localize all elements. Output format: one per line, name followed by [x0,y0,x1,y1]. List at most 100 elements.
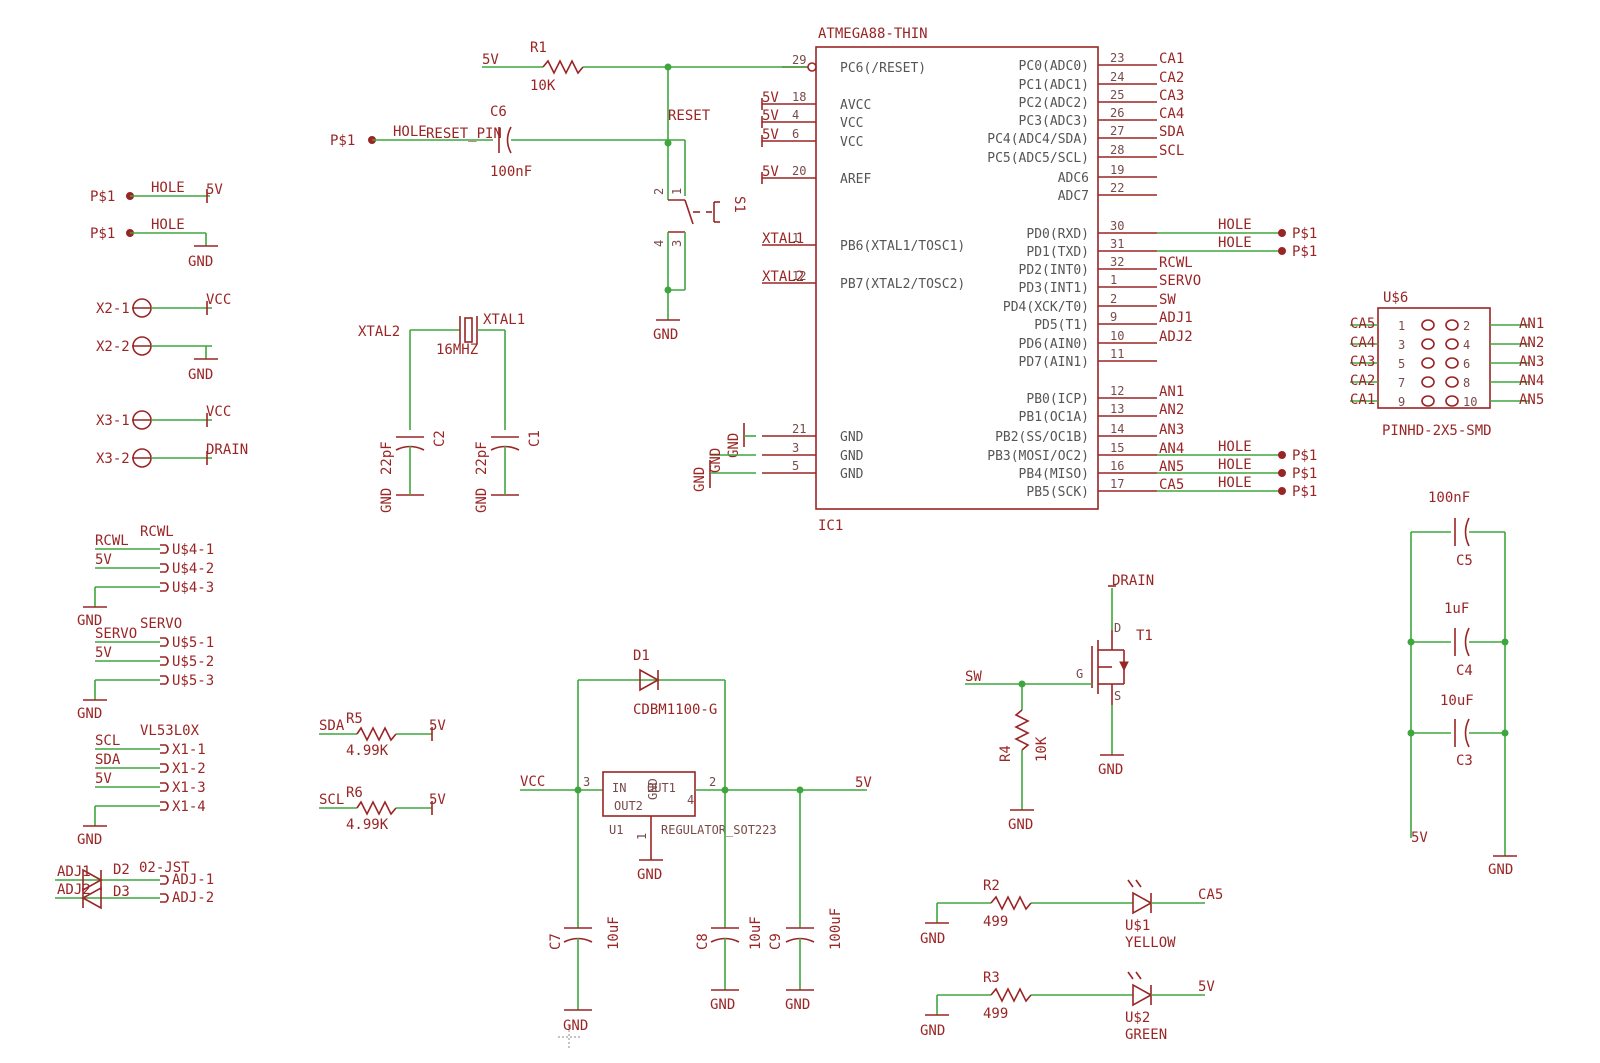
t1-s: S [1114,689,1121,703]
pullup-net-out: 5V [429,792,446,808]
header-net: 5V [95,552,112,568]
gnd-label: GND [188,254,213,270]
u6-pin-pad [1421,376,1435,388]
header-pin: X1-3 [172,780,206,796]
c6-value: 100nF [490,164,532,180]
ic1-pin-net: SERVO [1159,273,1201,289]
c4-ref: C4 [1456,663,1473,679]
pad-label: P$1 [1292,466,1317,482]
d1-ref: D1 [633,648,650,664]
u1-pin2: 2 [709,775,716,789]
s1-pin4: 4 [652,240,666,247]
u1-gnd: GND [646,778,660,800]
regulator-circuit[interactable]: D1 CDBM1100-G VCC IN OUT1 OUT2 GND 3 2 4… [520,648,872,1034]
u6-pin-pad [1421,357,1435,369]
header-pin-symbol [160,637,169,647]
sw-label: SW [965,669,982,685]
pullup-value: 4.99K [346,743,389,759]
c5-value: 100nF [1428,490,1470,506]
c9-ref: C9 [768,933,784,950]
ic1-pin-number: 20 [792,164,806,178]
t1-g: G [1076,667,1083,681]
u6-pin-pad [1445,319,1459,331]
u6-pin-number: 6 [1463,357,1470,371]
gnd-label: GND [1008,817,1033,833]
pullup-value: 4.99K [346,817,389,833]
s1-ref: S1 [731,196,747,213]
header-net: RCWL [95,533,129,549]
header-pin: U$5-3 [172,673,214,689]
s1-switch[interactable]: 2 1 4 3 S1 [652,143,747,247]
header-title: SERVO [140,616,182,632]
ic1-pin-number: 1 [1110,273,1117,287]
terminal-ref: X2-2 [96,339,130,355]
jst-connector[interactable]: 02-JST ADJ1 ADJ2 D2 D3 ADJ-1 ADJ-2 [55,860,214,910]
s1-pin3: 3 [670,240,684,247]
c3-value: 10uF [1440,693,1474,709]
u6-pin-pad [1421,319,1435,331]
net-5v-label: 5V [855,775,872,791]
ic1-pin-name: PC3(ADC3) [1019,114,1089,129]
c1-ref: C1 [527,430,543,447]
ic1-pin-net: CA1 [1159,51,1184,67]
header-pin-symbol [160,763,169,773]
gnd-label: GND [1488,862,1513,878]
ic1-pin-name: PC0(ADC0) [1019,59,1089,74]
pad-dot [1278,451,1286,459]
crystal-circuit[interactable]: XTAL2 XTAL1 16MHZ C2 C1 22pF 22pF GND GN… [358,312,543,513]
ic1-pin-number: 29 [792,53,806,67]
ic1-pin-name: GND [840,449,864,464]
ic1-pin-number: 2 [1110,292,1117,306]
ic1-pin-number: 21 [792,422,806,436]
led-resistor [990,895,1032,911]
u6-pin-pad [1421,395,1435,407]
hole-pads-left: P$1 HOLE 5V P$1 HOLE GND [90,180,223,270]
pad-label: P$1 [1292,448,1317,464]
ic1-hole-pads: HOLE P$1 HOLE P$1 HOLE P$1 HOLE P$1 HOLE… [1157,217,1317,500]
decoupling-caps[interactable]: 100nF C5 1uF C4 10uF C3 5V GND [1407,490,1518,878]
ic1-pin-number: 28 [1110,143,1124,157]
ic1-pin-number: 22 [1110,181,1124,195]
ic1-pin-name: PD1(TXD) [1026,245,1089,260]
ic1-pin-number: 15 [1110,441,1124,455]
u6-pin-number: 7 [1398,376,1405,390]
ic1-pin-number: 12 [792,269,806,283]
header-pin-symbol [160,656,169,666]
jst-title: 02-JST [139,860,190,876]
u6-pin-pad [1445,338,1459,350]
header-net: SCL [95,733,120,749]
pad-dot [1278,229,1286,237]
led-resistor-ref: R2 [983,878,1000,894]
t1-ref: T1 [1136,628,1153,644]
t1-d: D [1114,621,1121,635]
r4-resistor [1014,709,1030,751]
ic1-name: ATMEGA88-THIN [818,26,928,42]
reset-circuit[interactable]: 5V R1 10K RESET P$1 HOLE RESET_PIN C6 10… [330,40,807,343]
pad-dot [1278,247,1286,255]
c1-value: 22pF [474,441,490,475]
u6-pin-number: 9 [1398,395,1405,409]
gnd-label: GND [920,1023,945,1039]
pad-label: P$1 [90,226,115,242]
led-arrow [1135,971,1142,980]
led-resistor [990,987,1032,1003]
ic1-pin-net: SDA [1159,124,1185,140]
header-pin-symbol [160,782,169,792]
ic1-pin-name: PD2(INT0) [1019,263,1089,278]
ic1-pin-number: 3 [792,441,799,455]
ic1-pin-name: PD4(XCK/T0) [1003,300,1089,315]
hole-label: HOLE [1218,235,1252,251]
pullup-net-out: 5V [429,718,446,734]
header-pin-symbol [160,582,169,592]
mosfet-circuit[interactable]: DRAIN T1 D G S GND SW GND R4 10K [965,573,1154,833]
u1-pin3: 3 [583,775,590,789]
crystal-frequency: 16MHZ [436,342,478,358]
pad-label: P$1 [1292,484,1317,500]
reset-gnd-label: GND [653,327,678,343]
ic1-atmega88[interactable]: ATMEGA88-THIN IC1 29PC6(/RESET)18AVCC5V4… [761,26,1201,534]
